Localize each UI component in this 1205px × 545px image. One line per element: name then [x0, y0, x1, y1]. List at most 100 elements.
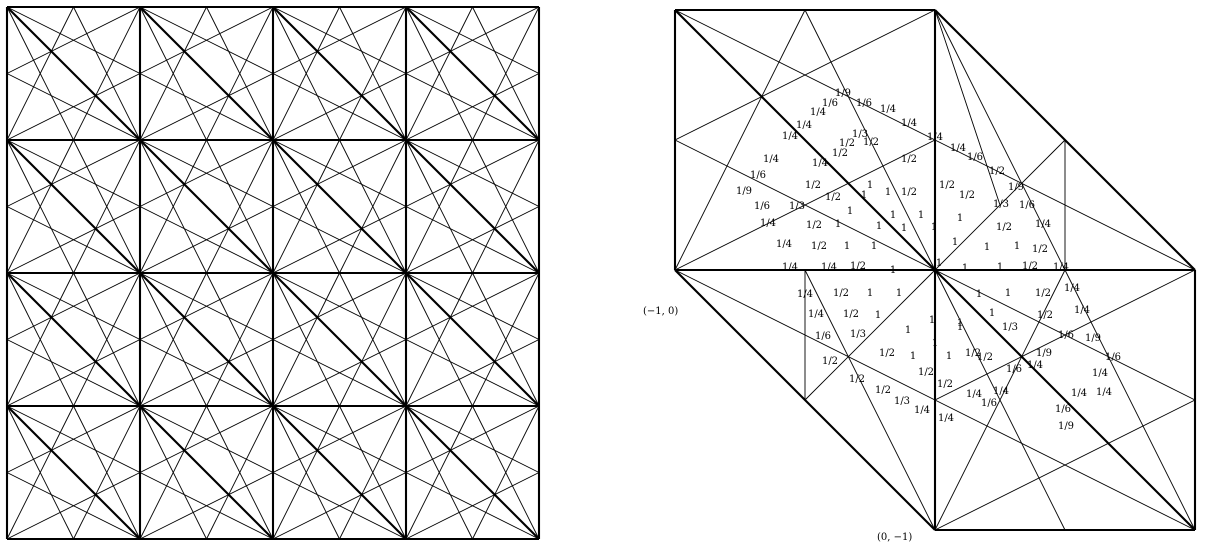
- weight-label: 1/6: [754, 201, 770, 212]
- weight-label: 1/4: [1027, 360, 1043, 371]
- mesh-edge: [405, 405, 540, 473]
- weight-label: 1: [936, 258, 942, 269]
- weight-label: 1/4: [763, 154, 779, 165]
- mesh-edge: [405, 472, 540, 540]
- weight-label: 1: [997, 262, 1003, 273]
- weight-label: 1: [957, 318, 963, 329]
- mesh-edge: [6, 139, 74, 274]
- main-diagonal: [405, 6, 540, 141]
- weight-label: 1: [890, 210, 896, 221]
- weight-label: 1/6: [1105, 352, 1121, 363]
- weight-label: 1: [876, 221, 882, 232]
- weight-label: 1/4: [808, 309, 824, 320]
- mesh-edge: [139, 405, 274, 473]
- mesh-edge: [6, 405, 141, 473]
- mesh-edge: [206, 139, 274, 274]
- mesh-edge: [6, 206, 141, 274]
- mesh-edge: [674, 139, 936, 271]
- weight-label: 1: [957, 322, 963, 333]
- weight-label: 1/4: [760, 218, 776, 229]
- weight-label: 1/2: [825, 192, 841, 203]
- mesh-edge: [405, 139, 473, 274]
- weight-label: 1: [931, 222, 937, 233]
- mesh-edge: [405, 405, 473, 540]
- weight-label: 1/4: [776, 239, 792, 250]
- weight-label: 1/4: [1092, 368, 1108, 379]
- mesh-edge: [1064, 269, 1196, 531]
- mesh-edge: [674, 9, 936, 141]
- weight-label: 1/3: [789, 201, 805, 212]
- weight-label: 1/6: [981, 398, 997, 409]
- weight-label: 1: [932, 338, 938, 349]
- mesh-edge: [6, 73, 141, 141]
- weight-label: 1: [896, 288, 902, 299]
- weight-label: 1/2: [832, 148, 848, 159]
- mesh-edge: [339, 6, 407, 141]
- weight-label: 1/9: [1085, 333, 1101, 344]
- mesh-edge: [472, 405, 540, 540]
- mesh-edge: [405, 206, 540, 274]
- mesh-edge: [934, 9, 1001, 206]
- main-diagonal: [139, 272, 274, 407]
- mesh-edge: [472, 139, 540, 274]
- mesh-edge: [272, 405, 407, 473]
- weight-label: 1/9: [835, 88, 851, 99]
- weight-label: 1: [984, 242, 990, 253]
- mesh-edge: [405, 139, 540, 207]
- weight-label: 1/3: [852, 129, 868, 140]
- weight-label: 1: [976, 289, 982, 300]
- mesh-edge: [405, 272, 540, 340]
- main-diagonal: [405, 139, 540, 274]
- mesh-edge: [139, 139, 207, 274]
- mesh-edge: [405, 6, 540, 74]
- weight-label: 1/4: [1064, 283, 1080, 294]
- mesh-edge: [804, 9, 936, 271]
- mesh-edge: [139, 272, 207, 407]
- weight-label: 1/4: [1035, 219, 1051, 230]
- weight-label: 1: [929, 315, 935, 326]
- mesh-edge: [934, 269, 1196, 401]
- mesh-edge: [272, 472, 407, 540]
- mesh-edge: [272, 73, 407, 141]
- mesh-edge: [139, 472, 274, 540]
- main-edge: [934, 9, 1196, 271]
- mesh-edge: [139, 73, 274, 141]
- weight-label: 1/4: [782, 262, 798, 273]
- weight-label: 1/4: [993, 386, 1009, 397]
- weight-label: 1/2: [996, 222, 1012, 233]
- weight-label: 1/2: [833, 288, 849, 299]
- mesh-edge: [272, 405, 340, 540]
- mesh-edge: [272, 272, 340, 407]
- weight-label: 1/2: [843, 309, 859, 320]
- mesh-edge: [272, 6, 340, 141]
- weight-label: 1/6: [1058, 330, 1074, 341]
- weight-label: 1/2: [811, 241, 827, 252]
- weight-label: 1/4: [821, 262, 837, 273]
- weight-label: 1/9: [1036, 348, 1052, 359]
- mesh-edge: [674, 269, 936, 401]
- mesh-edge: [73, 272, 141, 407]
- weight-label: 1/2: [849, 374, 865, 385]
- mesh-edge: [804, 269, 936, 401]
- weight-label: 1: [1005, 288, 1011, 299]
- weight-label: 1/3: [993, 199, 1009, 210]
- weight-label: 1: [867, 180, 873, 191]
- weight-label: 1/4: [782, 131, 798, 142]
- weight-label: 1: [871, 241, 877, 252]
- main-diagonal: [6, 6, 141, 141]
- main-edge: [674, 9, 936, 271]
- mesh-edge: [272, 6, 407, 74]
- weight-label: 1/2: [965, 348, 981, 359]
- weight-label: 1/9: [1058, 421, 1074, 432]
- main-diagonal: [272, 139, 407, 274]
- mesh-edge: [339, 272, 407, 407]
- main-diagonal: [272, 272, 407, 407]
- weight-label: 1/2: [806, 220, 822, 231]
- main-edge: [674, 269, 936, 531]
- mesh-edge: [804, 269, 936, 531]
- weight-label: 1/3: [850, 329, 866, 340]
- weight-label: 1: [905, 325, 911, 336]
- mesh-edge: [272, 206, 407, 274]
